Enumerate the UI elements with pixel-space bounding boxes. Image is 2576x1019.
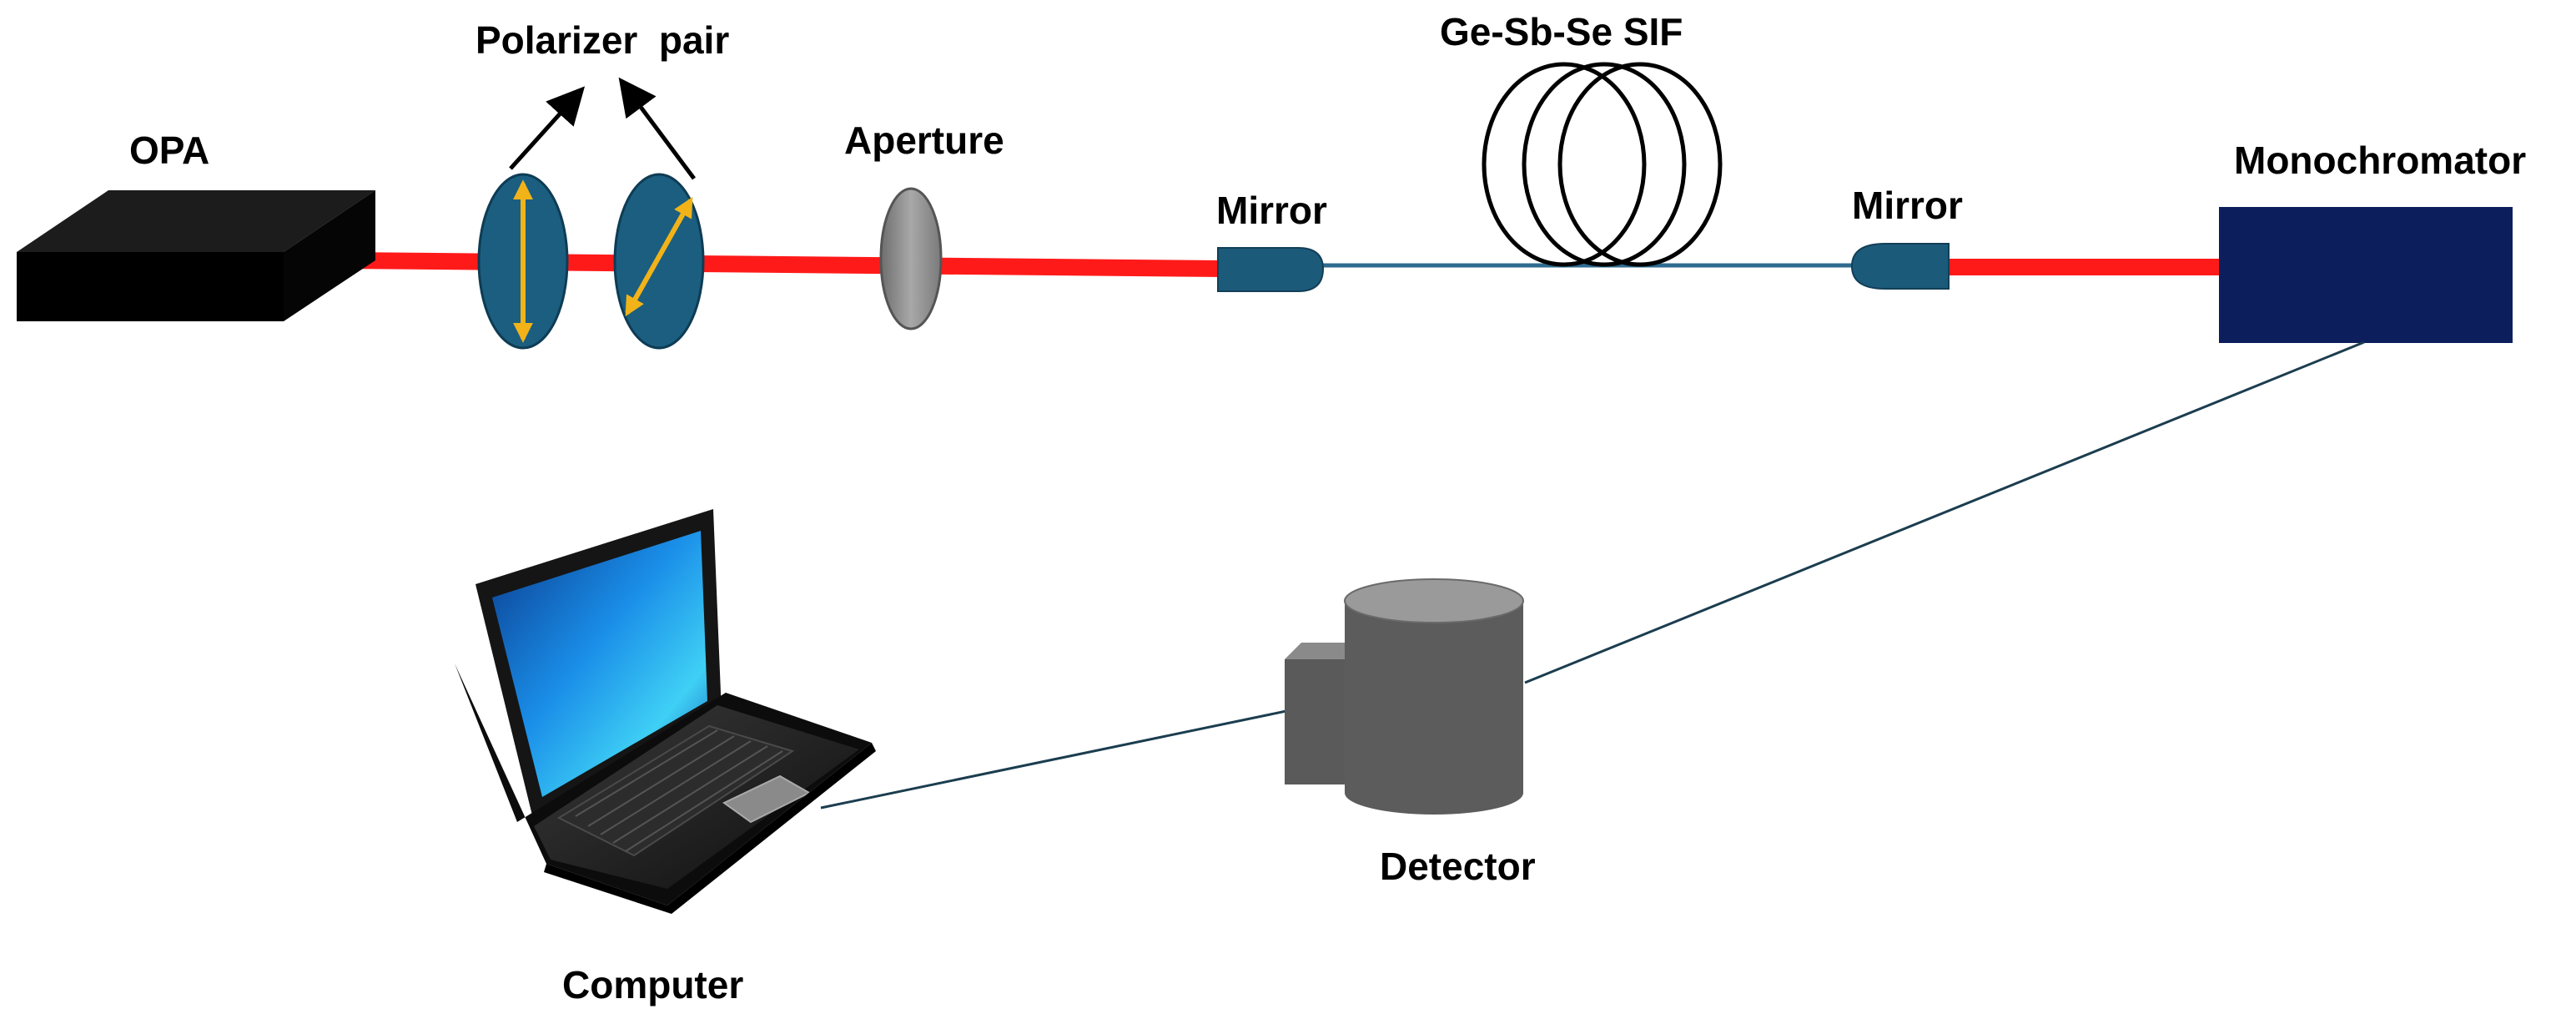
mirror-left-icon [1217,247,1325,292]
mirror-right-label: Mirror [1852,184,1963,227]
polarization-arrow-diagonal-icon [625,196,693,317]
detector-label: Detector [1380,845,1536,888]
polarizer-1 [477,173,569,350]
opa-label: OPA [129,129,209,172]
detector-icon [1285,578,1524,815]
polarizer-pointer-arrows [509,77,697,180]
computer-label: Computer [562,963,743,1006]
aperture-icon [879,187,943,330]
polarizer-pair-label: Polarizer pair [475,18,729,62]
signal-cables [820,341,2365,810]
fiber-coil-icon [1482,62,1723,267]
aperture-label: Aperture [844,119,1004,162]
opa-box-icon [17,190,375,321]
monochromator-icon [2219,207,2513,343]
mirror-left-label: Mirror [1216,189,1327,232]
fiber-label: Ge-Sb-Se SIF [1440,10,1683,53]
polarizer-2 [613,173,705,350]
mirror-right-icon [1850,243,1950,290]
laptop-icon [455,509,876,914]
monochromator-label: Monochromator [2234,139,2526,182]
